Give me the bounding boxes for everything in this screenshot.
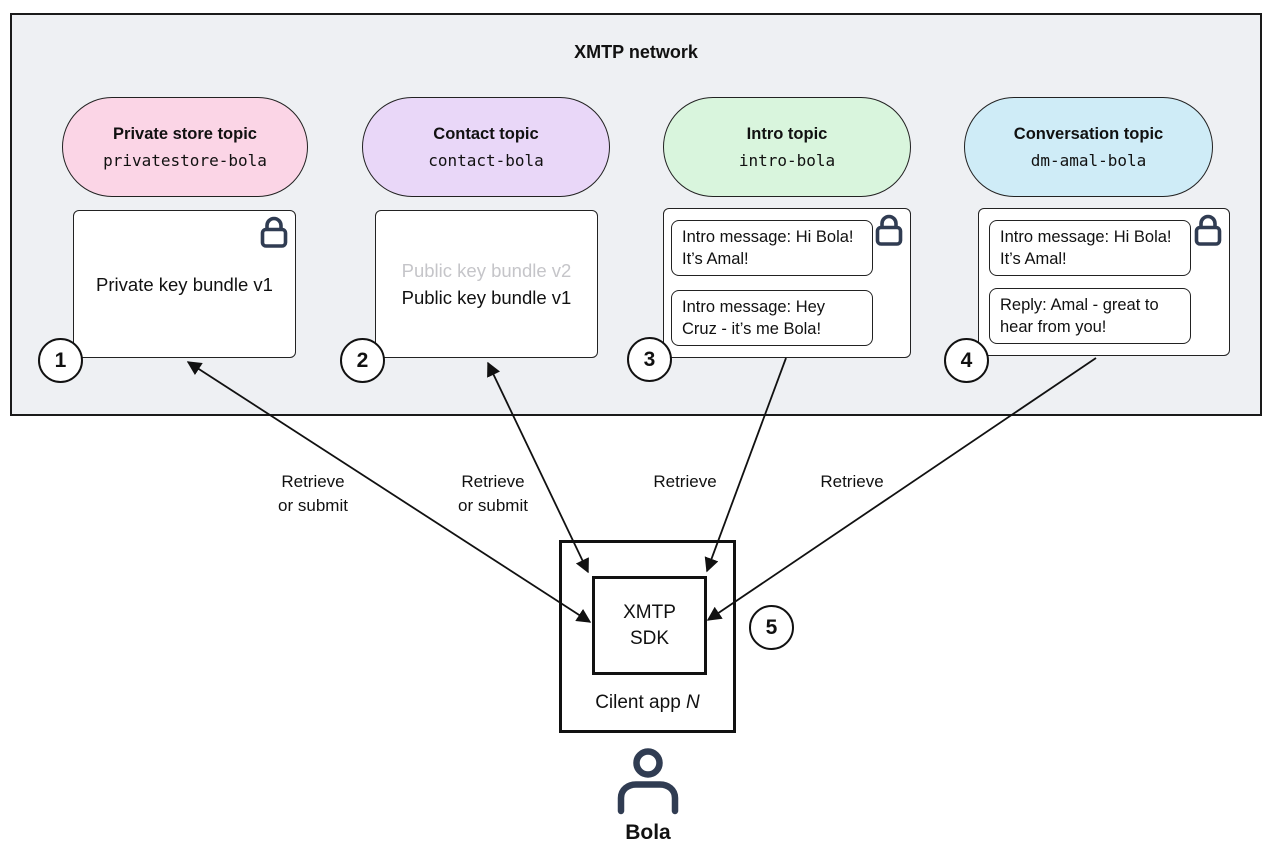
client-app-label-variable: N (686, 692, 700, 713)
private-store-box: Private key bundle v1 (73, 210, 296, 358)
arrow-label-retrieve-or-submit: Retrieve or submit (278, 472, 348, 515)
conversation-topic-pill: Conversation topic dm-amal-bola (964, 97, 1213, 197)
conversation-message: Intro message: Hi Bola! It’s Amal! (989, 220, 1191, 276)
conversation-message: Reply: Amal - great to hear from you! (989, 288, 1191, 344)
bundle-text: Private key bundle v1 (96, 273, 273, 295)
lock-icon (260, 216, 288, 248)
topic-title: Conversation topic (1013, 124, 1164, 143)
topic-title: Contact topic (433, 124, 539, 143)
client-app-label: Cilent app N (562, 692, 733, 714)
arrow-label-retrieve: Retrieve (653, 472, 717, 491)
topic-name: intro-bola (738, 150, 836, 170)
client-app-label-text: Cilent app (595, 692, 687, 713)
step-circle-3: 3 (627, 337, 672, 382)
conversation-store-box: Intro message: Hi Bola! It’s Amal! Reply… (978, 208, 1230, 356)
step-circle-4: 4 (944, 338, 989, 383)
topic-name: contact-bola (428, 150, 544, 170)
contact-topic-pill: Contact topic contact-bola (362, 97, 610, 197)
step-circle-1: 1 (38, 338, 83, 383)
arrow-label-retrieve-or-submit: Retrieve or submit (458, 472, 528, 515)
intro-message: Intro message: Hi Bola! It’s Amal! (671, 220, 873, 276)
user-name: Bola (625, 821, 671, 844)
topic-name: dm-amal-bola (1030, 150, 1147, 170)
contact-store-box: Public key bundle v2 Public key bundle v… (375, 210, 598, 358)
step-circle-2: 2 (340, 338, 385, 383)
intro-store-box: Intro message: Hi Bola! It’s Amal! Intro… (663, 208, 911, 358)
topic-name: privatestore-bola (103, 150, 267, 170)
intro-message: Intro message: Hey Cruz - it’s me Bola! (671, 290, 873, 346)
network-title: XMTP network (574, 42, 698, 62)
bundle-text-old: Public key bundle v2 (401, 260, 572, 281)
client-app-box: XMTP SDK Cilent app N (559, 540, 736, 733)
step-circle-5: 5 (749, 605, 794, 650)
topic-title: Intro topic (746, 124, 828, 143)
bundle-text: Public key bundle v1 (401, 287, 572, 308)
lock-icon (1194, 214, 1222, 246)
xmtp-sdk-box: XMTP SDK (592, 576, 707, 675)
intro-topic-pill: Intro topic intro-bola (663, 97, 911, 197)
lock-icon (875, 214, 903, 246)
person-icon (617, 748, 679, 815)
arrow-label-retrieve: Retrieve (820, 472, 884, 491)
topic-title: Private store topic (113, 124, 257, 143)
private-store-topic-pill: Private store topic privatestore-bola (62, 97, 308, 197)
